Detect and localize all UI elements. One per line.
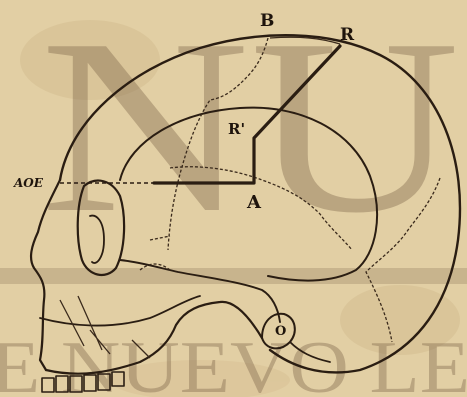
- watermark-top: NU: [40, 0, 460, 265]
- label-b: B: [260, 11, 274, 31]
- upper-jaw: [40, 296, 200, 326]
- label-aoe: AOE: [13, 176, 44, 190]
- label-r-prime: R': [228, 120, 245, 138]
- label-r: R: [340, 25, 355, 45]
- label-o: O: [275, 324, 286, 339]
- label-a: A: [246, 192, 262, 213]
